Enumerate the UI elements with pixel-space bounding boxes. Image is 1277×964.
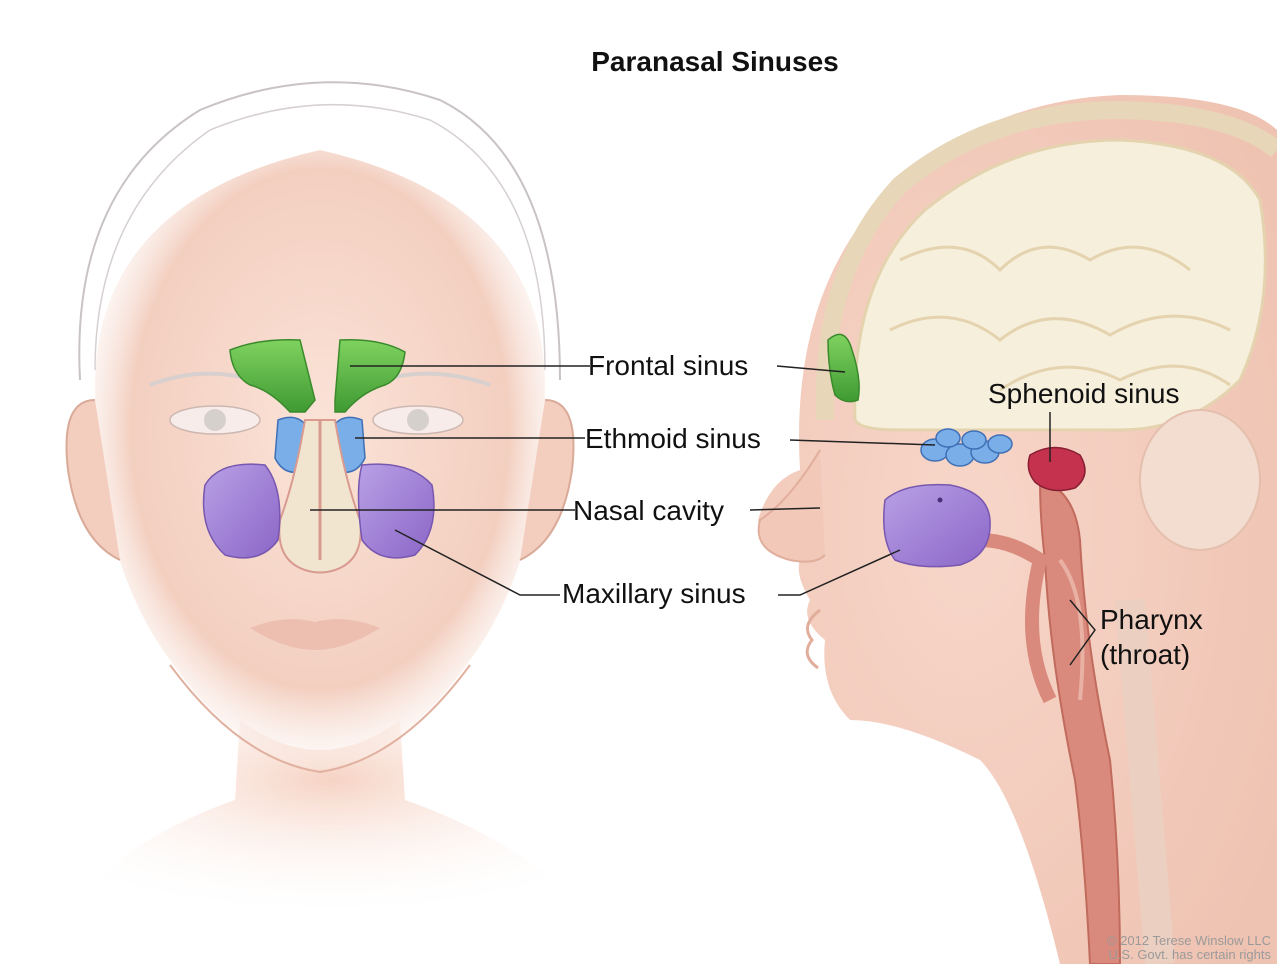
label-nasal-cavity: Nasal cavity xyxy=(573,497,724,525)
profile-view-head xyxy=(758,95,1277,964)
credit-line-2: U.S. Govt. has certain rights xyxy=(1107,948,1271,962)
label-pharynx: Pharynx xyxy=(1100,606,1203,634)
label-frontal-sinus: Frontal sinus xyxy=(588,352,748,380)
copyright-credit: © 2012 Terese Winslow LLC U.S. Govt. has… xyxy=(1107,934,1271,961)
label-maxillary-sinus: Maxillary sinus xyxy=(562,580,746,608)
label-pharynx-throat: (throat) xyxy=(1100,641,1190,669)
label-sphenoid-sinus: Sphenoid sinus xyxy=(988,380,1179,408)
label-ethmoid-sinus: Ethmoid sinus xyxy=(585,425,761,453)
diagram-title: Paranasal Sinuses xyxy=(0,46,1277,78)
credit-line-1: © 2012 Terese Winslow LLC xyxy=(1107,934,1271,948)
